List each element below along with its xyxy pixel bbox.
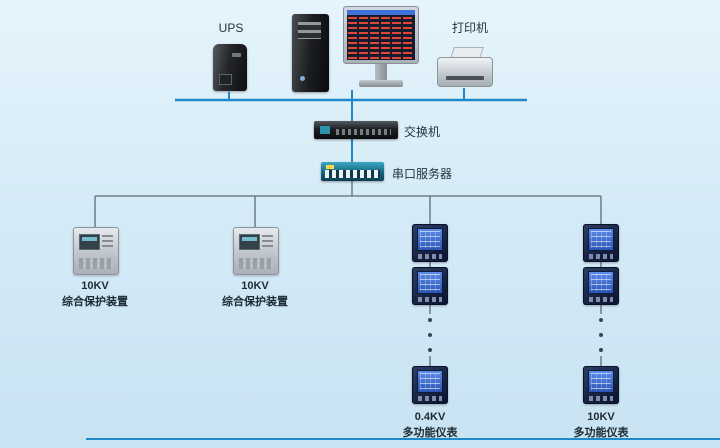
serial-server-device — [321, 162, 384, 181]
power-meter — [412, 267, 448, 305]
printer-label: 打印机 — [451, 21, 488, 35]
protection-a-label: 10KV 综合保护装置 — [53, 279, 137, 311]
meter-keys — [418, 297, 442, 302]
ups-device — [213, 44, 247, 91]
protection-b-voltage: 10KV — [241, 280, 269, 292]
protection-a-name: 综合保护装置 — [62, 295, 128, 308]
meter-chain-b-name: 多功能仪表 — [573, 426, 629, 439]
monitor-stand — [375, 64, 387, 81]
protection-b-keys — [262, 235, 273, 247]
meter-keys — [418, 254, 442, 259]
ellipsis-dots — [599, 318, 603, 352]
protection-a-buttons — [79, 258, 113, 269]
protection-a-keys — [102, 235, 113, 247]
meter-screen — [588, 271, 614, 294]
pc-tower — [292, 14, 329, 92]
protection-a-screen — [79, 234, 100, 250]
meter-screen — [588, 370, 614, 393]
meter-chain-b-label: 10KV 多功能仪表 — [564, 410, 638, 442]
monitor-base — [359, 80, 403, 87]
protection-b-label: 10KV 综合保护装置 — [213, 279, 297, 311]
meter-chain-a-voltage: 0.4KV — [414, 411, 446, 423]
meter-screen — [417, 271, 443, 294]
monitor — [343, 6, 419, 64]
power-meter — [583, 366, 619, 404]
monitor-screen — [347, 10, 415, 60]
ups-label: UPS — [218, 21, 244, 35]
meter-screen — [588, 228, 614, 251]
power-meter — [583, 267, 619, 305]
protection-device-a — [73, 227, 119, 275]
switch-device — [314, 121, 398, 139]
meter-keys — [589, 254, 613, 259]
protection-b-buttons — [239, 258, 273, 269]
power-meter — [412, 366, 448, 404]
protection-b-screen — [239, 234, 260, 250]
switch-label: 交换机 — [404, 125, 441, 139]
protection-a-voltage: 10KV — [81, 280, 109, 292]
meter-keys — [589, 396, 613, 401]
ellipsis-dots — [428, 318, 432, 352]
serial-server-label: 串口服务器 — [392, 167, 453, 181]
power-meter — [412, 224, 448, 262]
protection-b-name: 综合保护装置 — [222, 295, 288, 308]
meter-screen — [417, 370, 443, 393]
meter-chain-a-label: 0.4KV 多功能仪表 — [393, 410, 467, 442]
meter-chain-b-voltage: 10KV — [587, 411, 615, 423]
meter-keys — [589, 297, 613, 302]
printer-device — [437, 47, 493, 87]
meter-chain-a-name: 多功能仪表 — [402, 426, 458, 439]
meter-keys — [418, 396, 442, 401]
protection-device-b — [233, 227, 279, 275]
printer-body — [437, 57, 493, 87]
monitor-screen-content — [348, 16, 414, 59]
meter-screen — [417, 228, 443, 251]
power-meter — [583, 224, 619, 262]
